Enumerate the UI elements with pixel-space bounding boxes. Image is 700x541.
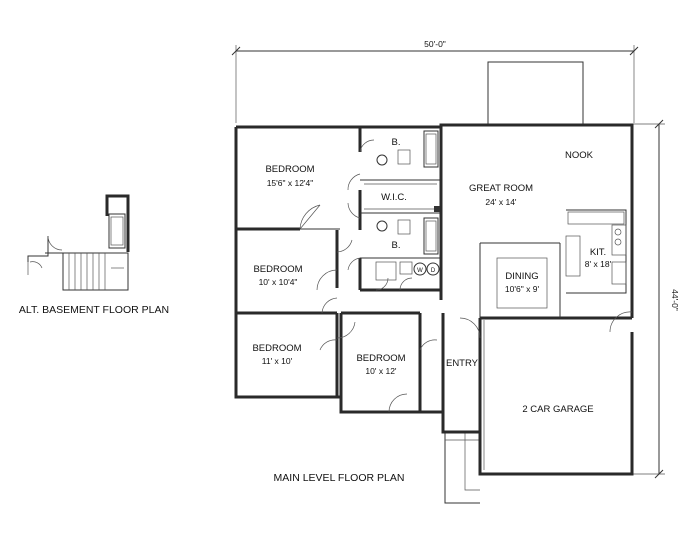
front-walk-outline <box>444 432 480 504</box>
dining-size: 10'6" x 9' <box>505 284 540 294</box>
kitchen-size: 8' x 18' <box>585 259 612 269</box>
bedroom-3-name: BEDROOM <box>252 343 301 354</box>
laundry-appliances <box>375 261 440 281</box>
bedroom-4-size: 10' x 12' <box>365 366 397 376</box>
bath-fixtures <box>376 130 439 255</box>
door-swings <box>299 139 633 413</box>
depth-dimension-label: 44'-0" <box>670 289 680 311</box>
nook-name: NOOK <box>565 150 594 161</box>
bedroom-4-name: BEDROOM <box>356 353 405 364</box>
kitchen-name: KIT. <box>590 247 606 258</box>
main-level-caption: MAIN LEVEL FLOOR PLAN <box>274 472 405 484</box>
bath-mid-name: B. <box>392 240 401 251</box>
great-room-size: 24' x 14' <box>485 197 517 207</box>
garage-name: 2 CAR GARAGE <box>522 404 593 415</box>
dining-name: DINING <box>505 271 538 282</box>
kitchen-counters <box>565 209 627 294</box>
bedroom-3-size: 11' x 10' <box>262 356 293 366</box>
dryer-label: D <box>431 268 436 274</box>
depth-dimension-line <box>633 119 665 479</box>
rear-projection-outline <box>487 61 584 126</box>
alt-basement-detail <box>27 194 130 291</box>
width-dimension-line <box>231 45 639 123</box>
bedroom-2-name: BEDROOM <box>253 264 302 275</box>
bedroom-master-size: 15'6" x 12'4" <box>267 178 314 188</box>
entry-name: ENTRY <box>446 358 479 369</box>
alt-basement-caption: ALT. BASEMENT FLOOR PLAN <box>19 304 169 316</box>
wic-shelving <box>364 183 440 212</box>
great-room-name: GREAT ROOM <box>469 183 533 194</box>
washer-label: W <box>417 268 423 274</box>
width-dimension-label: 50'-0" <box>424 39 446 49</box>
bedroom-master-name: BEDROOM <box>265 164 314 175</box>
wic-name: W.I.C. <box>381 192 407 203</box>
bedroom-2-size: 10' x 10'4" <box>259 277 298 287</box>
interior-walls <box>236 127 632 470</box>
bath-top-name: B. <box>392 137 401 148</box>
